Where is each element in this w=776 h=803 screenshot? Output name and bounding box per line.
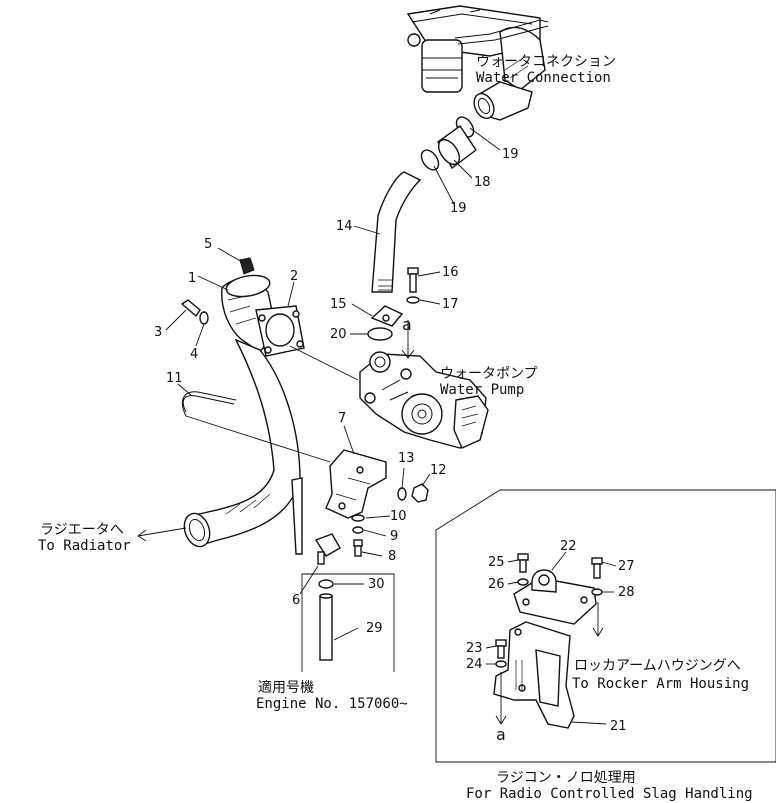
bolt-23	[495, 639, 507, 668]
marker-a-top: a	[402, 315, 412, 334]
water-pump-label-en: Water Pump	[440, 382, 524, 398]
part-number-3: 3	[154, 325, 162, 340]
engine-bracket-outline	[301, 573, 395, 672]
radiator-arrow	[137, 527, 187, 542]
part-number-26: 26	[488, 577, 505, 592]
part-number-29: 29	[366, 621, 383, 636]
pipe-29	[319, 593, 333, 661]
hose-18-assembly	[420, 116, 477, 171]
part-number-19-upper: 19	[502, 147, 519, 162]
part-number-17: 17	[442, 297, 459, 312]
part-number-23: 23	[466, 641, 483, 656]
engine-no-label-jp: 適用号機	[258, 679, 314, 696]
flange-2	[255, 305, 305, 357]
part-number-2: 2	[290, 269, 298, 284]
water-connection-label-en: Water Connection	[476, 70, 611, 86]
part-number-13: 13	[398, 451, 415, 466]
engine-no-label-en: Engine No. 157060~	[256, 696, 408, 712]
part-number-11: 11	[166, 371, 183, 386]
part-number-4: 4	[190, 347, 198, 362]
part-number-6: 6	[292, 593, 300, 608]
water-pump-label-jp: ウォータポンプ	[440, 366, 538, 382]
bolt-16	[406, 267, 420, 304]
radio-control-inset-box	[435, 489, 776, 763]
washer-10	[351, 514, 365, 522]
rocker-arm-label-en: To Rocker Arm Housing	[572, 676, 749, 692]
arrow-a-top	[401, 320, 415, 359]
part-number-25: 25	[488, 555, 505, 570]
part-number-12: 12	[430, 463, 447, 478]
part-number-21: 21	[610, 719, 627, 734]
washer-9	[352, 526, 364, 534]
part-number-15: 15	[330, 297, 347, 312]
water-pump	[359, 351, 489, 449]
rocker-arm-label-jp: ロッカアームハウジングへ	[574, 658, 741, 674]
part-number-14: 14	[336, 219, 353, 234]
part-number-22: 22	[560, 539, 577, 554]
part-number-9: 9	[390, 529, 398, 544]
tube-11	[182, 391, 331, 463]
to-radiator-label-en: To Radiator	[38, 538, 131, 554]
flange-lead-line	[289, 345, 359, 381]
part-number-10: 10	[390, 509, 407, 524]
nut-12	[411, 483, 429, 503]
part-number-24: 24	[466, 657, 483, 672]
part-number-1: 1	[188, 271, 196, 286]
part-number-18: 18	[474, 175, 491, 190]
bolt-8	[353, 539, 363, 557]
part-number-5: 5	[204, 237, 212, 252]
leader-lines	[165, 127, 617, 725]
part-number-28: 28	[618, 585, 635, 600]
gasket-15	[370, 305, 404, 327]
bolt-25	[517, 553, 529, 586]
plug-5	[239, 257, 255, 275]
part-number-7: 7	[338, 411, 346, 426]
pipe-14	[371, 171, 422, 293]
marker-a-bottom: a	[496, 725, 506, 744]
part-number-8: 8	[388, 549, 396, 564]
washer-13	[397, 487, 407, 501]
to-radiator-label-jp: ラジエータへ	[40, 522, 124, 538]
drain-cock-6	[314, 533, 341, 565]
o-ring-20	[367, 327, 393, 341]
radio-control-label-en: For Radio Controlled Slag Handling	[466, 786, 753, 802]
part-number-30: 30	[368, 577, 385, 592]
bracket-7	[325, 449, 387, 519]
bolt-27	[591, 557, 603, 596]
bolt-3	[180, 299, 209, 325]
part-number-20: 20	[330, 327, 347, 342]
clamp-30	[318, 579, 334, 589]
water-connection-outlet	[473, 81, 533, 121]
bracket-22	[513, 569, 597, 625]
water-connection-assembly	[406, 5, 549, 93]
arrow-rocker	[592, 602, 604, 637]
housing-21	[493, 621, 575, 729]
radiator-hose	[183, 338, 303, 555]
arrow-a-bottom	[495, 672, 507, 725]
part-number-27: 27	[618, 559, 635, 574]
water-connection-label-jp: ウォータコネクション	[476, 54, 616, 70]
part-number-16: 16	[442, 265, 459, 280]
part-number-19-lower: 19	[450, 201, 467, 216]
radio-control-label-jp: ラジコン・ノロ処理用	[496, 770, 636, 786]
